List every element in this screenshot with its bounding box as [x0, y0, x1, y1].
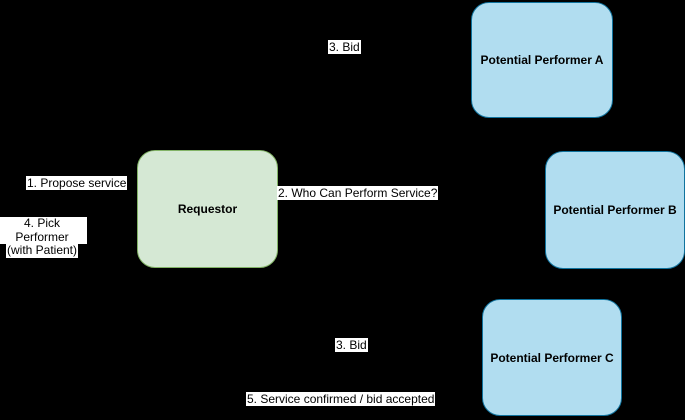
message-pick-performer: 4. Pick Performer (with Patient)	[0, 216, 87, 258]
node-performer-a-label: Potential Performer A	[480, 53, 604, 67]
message-bid-bottom-text: 3. Bid	[335, 338, 368, 352]
message-propose-service-text: 1. Propose service	[26, 176, 128, 190]
message-propose-service: 1. Propose service	[26, 176, 128, 190]
message-pick-performer-line1: 4. Pick Performer	[0, 216, 87, 244]
node-requestor: Requestor	[137, 150, 278, 268]
message-bid-top: 3. Bid	[328, 40, 361, 54]
node-performer-a: Potential Performer A	[471, 2, 613, 118]
node-performer-b: Potential Performer B	[545, 151, 685, 269]
message-bid-bottom: 3. Bid	[335, 338, 368, 352]
message-pick-performer-line2: (with Patient)	[5, 243, 79, 258]
message-service-confirmed-text: 5. Service confirmed / bid accepted	[246, 392, 436, 406]
node-performer-c-label: Potential Performer C	[490, 350, 614, 365]
message-who-can-perform: 2. Who Can Perform Service?	[277, 186, 439, 200]
message-service-confirmed: 5. Service confirmed / bid accepted	[246, 392, 436, 406]
message-who-can-perform-text: 2. Who Can Perform Service?	[277, 186, 439, 200]
node-performer-c: Potential Performer C	[482, 299, 622, 416]
node-performer-b-label: Potential Performer B	[553, 203, 677, 217]
message-bid-top-text: 3. Bid	[328, 40, 361, 54]
node-requestor-label: Requestor	[177, 202, 238, 216]
